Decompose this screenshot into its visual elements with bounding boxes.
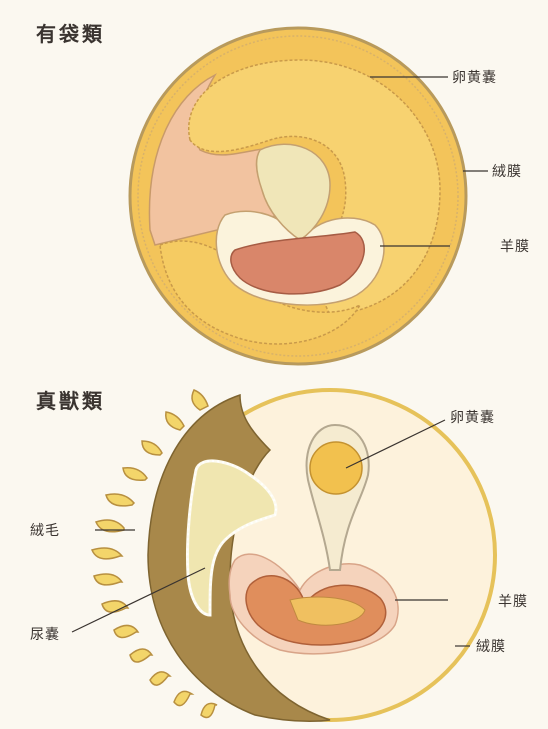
marsupial-embryo xyxy=(130,28,466,364)
placental-villi-label: 絨毛 xyxy=(30,520,60,540)
placental-chorion-label: 絨膜 xyxy=(476,636,506,656)
marsupial-title: 有袋類 xyxy=(36,18,105,47)
placental-allantois-label: 尿嚢 xyxy=(30,624,60,644)
placental-yolk-sac xyxy=(310,442,362,494)
marsupial-chorion-label: 絨膜 xyxy=(492,161,522,181)
marsupial-amnion-label: 羊膜 xyxy=(500,236,530,256)
marsupial-yolk-sac-label: 卵黄嚢 xyxy=(452,67,497,87)
placental-embryo xyxy=(92,390,495,721)
placental-title: 真獣類 xyxy=(36,385,105,414)
placental-yolk-sac-label: 卵黄嚢 xyxy=(450,407,495,427)
placental-amnion-label: 羊膜 xyxy=(498,591,528,611)
